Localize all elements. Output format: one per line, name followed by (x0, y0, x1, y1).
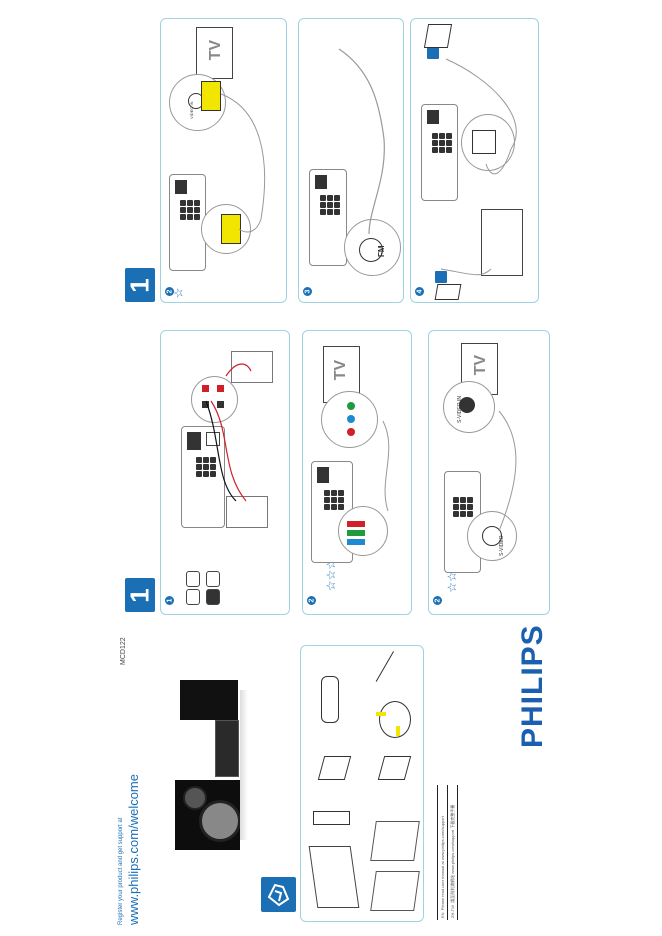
panel-fm-antenna: 3 FM (298, 18, 404, 303)
register-text: Register your product and get support at (118, 817, 124, 925)
device-svideo-output-zoom (467, 511, 517, 561)
component-cable (382, 420, 390, 512)
step-number-2: 2 (433, 596, 442, 605)
box-contents-panel (300, 645, 424, 922)
model-number: MCD122 (120, 637, 127, 665)
fm-antenna-wire (338, 48, 385, 235)
speaker-wires (205, 363, 252, 502)
power-outlet-icon-tv (435, 271, 447, 283)
speaker-image (175, 780, 241, 850)
footer-line-zh: ZH-TW 請至飛利浦網站 www.philips.com/support 下載… (450, 804, 455, 918)
footer-rule-1 (437, 785, 438, 920)
house-welcome-icon (261, 877, 296, 912)
support-url[interactable]: www.philips.com/welcome (126, 774, 141, 925)
step-number-4: 4 (415, 287, 424, 296)
power-cords (440, 58, 517, 276)
composite-cable (220, 93, 266, 233)
device-rear-panel (421, 104, 458, 201)
panel-component-video: 2 ☆☆☆ TV (302, 330, 412, 615)
tv-component-inputs-zoom (321, 391, 378, 448)
philips-logo: PHILIPS (516, 624, 549, 748)
step-number-2: 2 (165, 287, 174, 296)
device-component-outputs-zoom (338, 506, 388, 556)
remote-control-item (313, 811, 350, 825)
speaker-left (226, 496, 268, 528)
user-manual-item (317, 756, 352, 780)
main-unit-image (215, 720, 239, 777)
footer-rule-2 (447, 785, 448, 920)
power-outlet-icon-device (427, 47, 439, 59)
speaker-right (231, 351, 273, 383)
panel-s-video: 2 ☆☆ TV S-VIDEO IN S-VIDEO (428, 330, 550, 615)
section-number-badge: 1 (125, 268, 155, 302)
product-image (175, 680, 248, 850)
speaker-terminal-zoom (191, 376, 238, 423)
speaker-wire-steps (186, 571, 236, 606)
panel-power: 4 (410, 18, 539, 303)
section-number-badge: 1 (125, 578, 155, 612)
device-rear-panel (169, 174, 206, 271)
tv-svideo-input-zoom (443, 381, 495, 433)
speaker-box-item-2 (370, 871, 420, 911)
quick-guide-item (377, 756, 412, 780)
subwoofer (180, 680, 238, 720)
fm-antenna-item (375, 651, 412, 692)
device-rear-panel (181, 426, 225, 528)
fm-socket-zoom (344, 219, 401, 276)
step-number-1: 1 (165, 596, 174, 605)
step-number-3: 3 (303, 287, 312, 296)
composite-cable-item (376, 701, 411, 738)
yellow-plug-device (221, 214, 241, 244)
step-number-2: 2 (307, 596, 316, 605)
footer-rule-3 (457, 785, 458, 920)
speaker-box-item-1 (370, 821, 420, 861)
device-rear-panel (309, 169, 347, 266)
panel-speakers: 1 (160, 330, 290, 615)
panel-composite-video: 2 ☆ TV VIDEO IN (160, 18, 287, 303)
yellow-plug-tv (201, 81, 221, 111)
power-cord-item (321, 676, 339, 723)
s-video-cable (498, 410, 517, 532)
main-unit-item (308, 846, 360, 908)
footer-line-en: EN Please read user manual at www.philip… (440, 816, 445, 918)
tv-illustration (481, 209, 523, 276)
tv-illustration (196, 27, 233, 79)
